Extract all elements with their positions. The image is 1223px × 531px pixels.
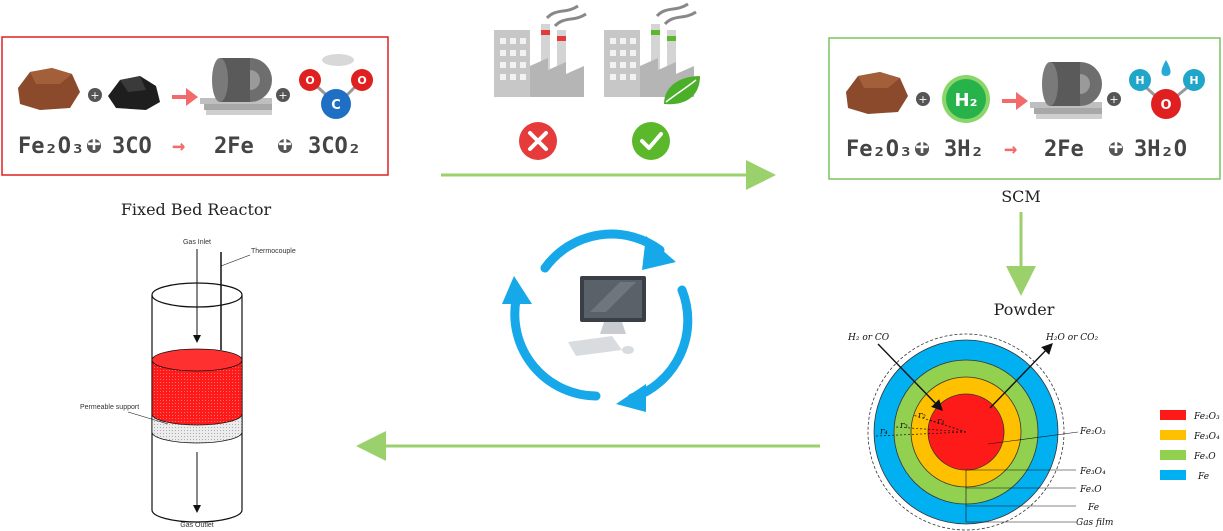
eq-term: 2Fe <box>1044 137 1084 162</box>
legend-swatch <box>1160 430 1186 440</box>
cross-icon <box>519 122 557 160</box>
eq-term: 2Fe <box>214 134 254 159</box>
layer-label-fexo: FeₓO <box>1079 485 1102 495</box>
svg-text:+: + <box>918 93 927 106</box>
gas-inlet-label: Gas Inlet <box>183 239 211 246</box>
factory-icon <box>494 4 587 97</box>
reaction-arrow-icon <box>172 88 198 106</box>
cycle-arrows-icon <box>502 229 693 412</box>
coal-icon <box>108 76 160 110</box>
leaf-icon <box>664 76 700 105</box>
product-out-arrow <box>989 342 1053 409</box>
oxygen-atom-label: O <box>357 74 366 87</box>
plus-icon <box>88 88 102 102</box>
reaction-arrow-icon <box>1002 92 1028 110</box>
radius-label: r₃ <box>900 421 908 431</box>
layer-label-gas-film: Gas film <box>1076 518 1113 528</box>
layer-label-fe3o4: Fe₃O₄ <box>1079 467 1106 477</box>
steel-coil-icon <box>200 58 272 115</box>
radius-label: r₄ <box>880 427 888 437</box>
sample-bed <box>151 360 243 426</box>
legend-label: Fe₃O₄ <box>1193 432 1220 442</box>
radius-label: r₁ <box>937 417 945 427</box>
svg-text:+: + <box>90 89 99 102</box>
eq-term: 3CO₂ <box>308 134 361 159</box>
gas-film-ring <box>867 333 1065 531</box>
legend: Fe₂O₃ Fe₃O₄ FeₓO Fe <box>1160 410 1220 482</box>
fixed-bed-title: Fixed Bed Reactor <box>121 200 272 219</box>
svg-text:+: + <box>278 89 287 102</box>
steel-coil-icon <box>1030 62 1102 119</box>
reactant-label: H₂ or CO <box>847 333 890 343</box>
h2-reaction-box: + H₂ + H H O Fe₂O₃ <box>828 37 1221 180</box>
co-reaction-box: + + O O C <box>1 36 389 176</box>
check-icon <box>632 122 670 160</box>
eq-arrow: → <box>172 134 185 159</box>
iron-ore-icon <box>846 72 908 114</box>
svg-text:+: + <box>1109 93 1118 106</box>
h2-molecule-icon: H₂ <box>942 75 990 123</box>
legend-label: Fe₂O₃ <box>1193 412 1220 422</box>
thermocouple-label: Thermocouple <box>251 248 296 255</box>
eq-term: Fe₂O₃ <box>846 137 912 162</box>
gas-outlet-label: Gas Outlet <box>180 522 214 529</box>
legend-swatch <box>1160 410 1186 420</box>
shrinking-core-particle: r₁ r₂ r₃ r₄ H₂ or CO H₂O or CO₂ Fe₂O₃ Fe… <box>847 333 1113 531</box>
legend-swatch <box>1160 450 1186 460</box>
co2-molecule-icon: O O C <box>299 54 373 119</box>
eq-term: 3H₂ <box>944 137 984 162</box>
radius-label: r₂ <box>918 411 926 421</box>
green-factory-icon <box>604 2 700 105</box>
computer-icon <box>568 276 646 356</box>
hydrogen-atom-label: H <box>1189 74 1198 87</box>
eq-plus: + <box>87 132 100 157</box>
h2-label: H₂ <box>955 90 978 111</box>
reactant-in-arrow <box>877 343 943 412</box>
oxygen-atom-label: O <box>305 74 314 87</box>
plus-icon <box>276 88 290 102</box>
water-molecule-icon: H H O <box>1129 60 1205 119</box>
iron-ore-icon <box>18 68 80 110</box>
legend-label: Fe <box>1197 472 1209 482</box>
hydrogen-atom-label: H <box>1135 74 1144 87</box>
carbon-atom-label: C <box>331 98 341 113</box>
fixed-bed-reactor: Gas Inlet Thermocouple Permeable support… <box>80 239 296 529</box>
eq-plus: + <box>1109 135 1122 160</box>
layer-label-fe: Fe <box>1087 503 1099 513</box>
eq-plus: + <box>915 135 928 160</box>
product-label: H₂O or CO₂ <box>1045 333 1099 343</box>
layer-label-fe2o3: Fe₂O₃ <box>1079 427 1106 437</box>
oxygen-atom-label: O <box>1160 98 1171 113</box>
powder-title: Powder <box>994 300 1055 319</box>
permeable-support-label: Permeable support <box>80 404 139 411</box>
eq-term: 3CO <box>112 134 152 159</box>
eq-term: 3H₂O <box>1134 137 1187 162</box>
eq-plus: + <box>278 132 291 157</box>
eq-term: Fe₂O₃ <box>18 134 84 159</box>
legend-label: FeₓO <box>1193 452 1216 462</box>
scm-title: SCM <box>1001 187 1041 206</box>
legend-swatch <box>1160 470 1186 480</box>
eq-arrow: → <box>1004 137 1017 162</box>
